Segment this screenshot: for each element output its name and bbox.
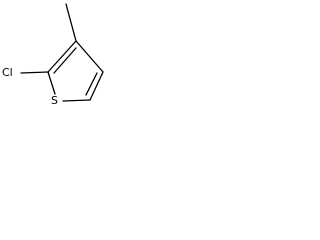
bond-c3-c4 <box>75 40 104 73</box>
bond-c4-c5-inner <box>85 72 98 96</box>
bond-methyl <box>65 3 77 42</box>
bond-s-c2 <box>47 71 56 95</box>
chlorine-atom-label: Cl <box>1 66 14 79</box>
bond-c2-c3 <box>47 40 77 73</box>
chemical-structure-diagram: Cl S <box>0 0 119 114</box>
bond-c5-s <box>62 99 91 102</box>
bond-c2-cl <box>20 71 49 74</box>
bonds <box>20 3 104 102</box>
bond-c4-c5 <box>89 71 104 101</box>
bond-c2-c3-inner <box>53 47 77 74</box>
bond-drawing <box>20 3 104 102</box>
sulfur-atom-label: S <box>50 94 59 107</box>
